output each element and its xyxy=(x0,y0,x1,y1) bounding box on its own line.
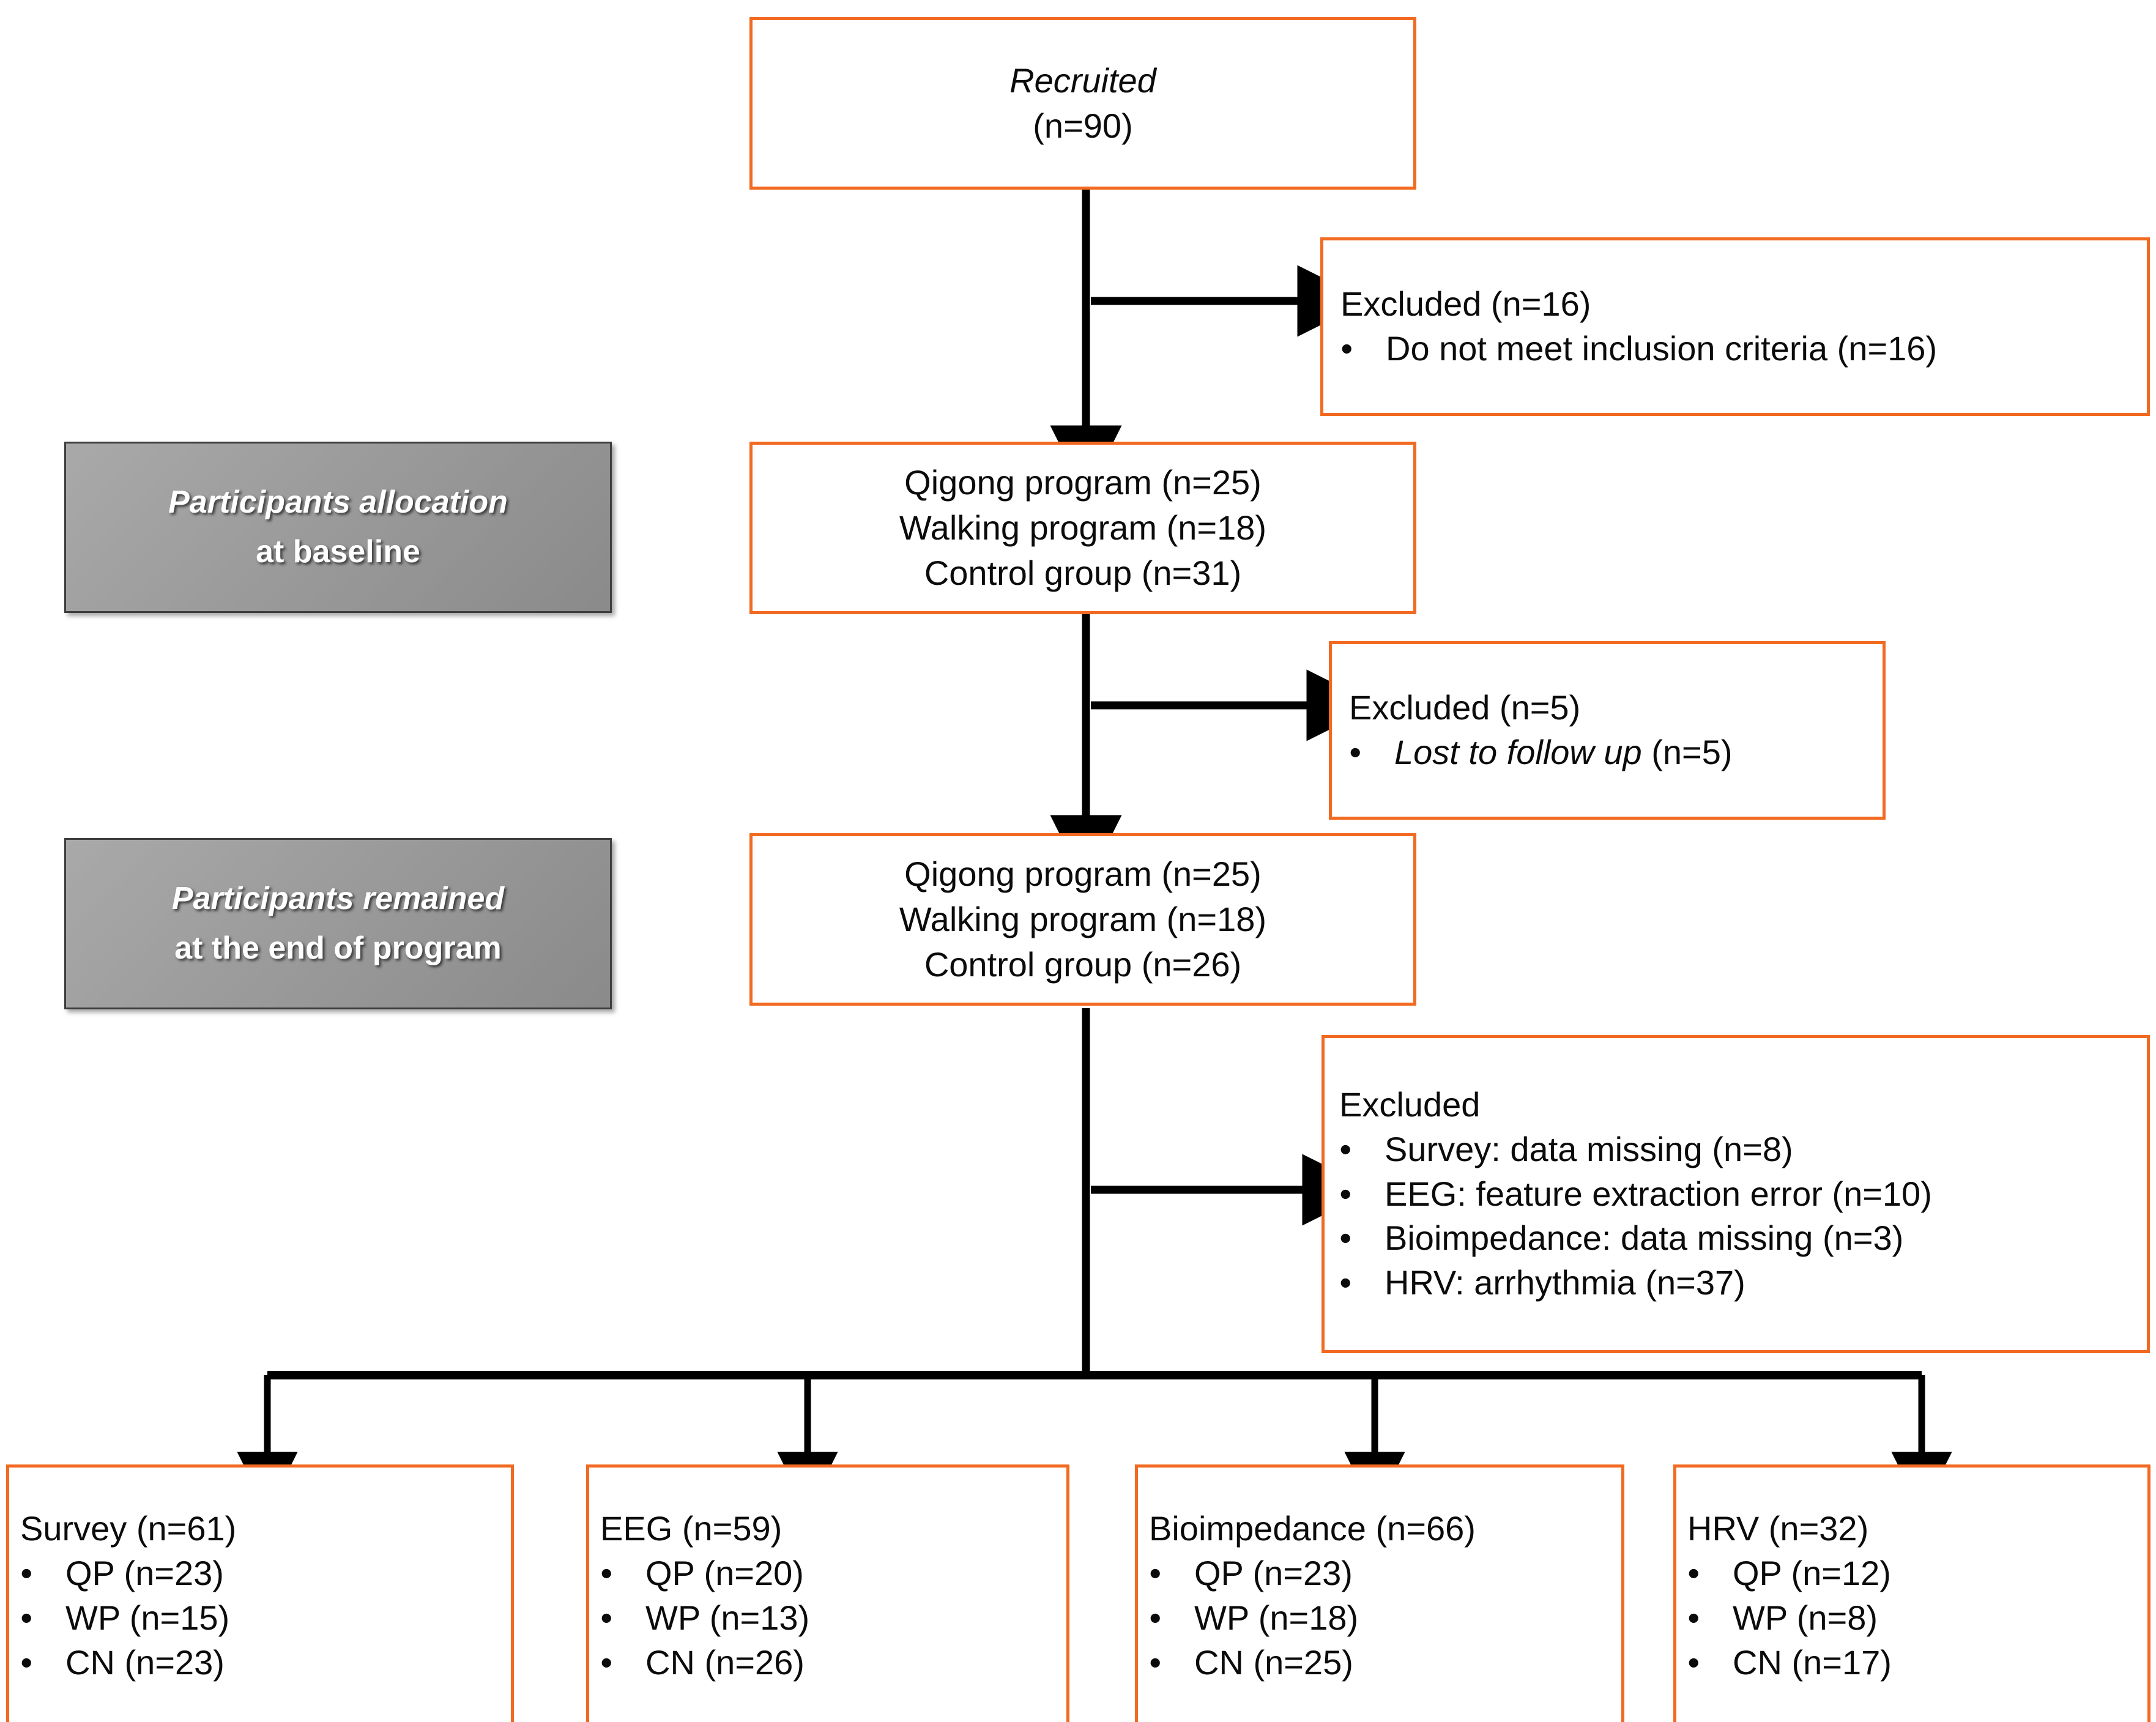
node-recruited: Recruited (n=90) xyxy=(749,17,1416,190)
outcome-bioimpedance-item-2: CN (n=25) xyxy=(1149,1641,1610,1685)
outcome-survey-item-0: QP (n=23) xyxy=(20,1551,500,1596)
excluded-3-item-2: Bioimpedance: data missing (n=3) xyxy=(1339,1216,2132,1261)
excluded-3-item-1: EEG: feature extraction error (n=10) xyxy=(1339,1172,2132,1217)
stage-label-1-line1: Participants allocation xyxy=(168,484,508,521)
recruited-title: Recruited xyxy=(1009,61,1156,100)
allocation-end-line-1: Walking program (n=18) xyxy=(899,900,1267,939)
stage-label-allocation-baseline: Participants allocation at baseline xyxy=(64,442,612,613)
node-allocation-end: Qigong program (n=25) Walking program (n… xyxy=(749,833,1416,1006)
excluded-2-header: Excluded (n=5) xyxy=(1349,688,1581,727)
outcome-bioimpedance-item-0: QP (n=23) xyxy=(1149,1551,1610,1596)
outcome-hrv-header: HRV (n=32) xyxy=(1687,1509,1869,1548)
excluded-3-item-0: Survey: data missing (n=8) xyxy=(1339,1127,2132,1172)
excluded-3-header: Excluded xyxy=(1339,1085,1481,1124)
node-excluded-1: Excluded (n=16) Do not meet inclusion cr… xyxy=(1320,237,2150,416)
outcome-hrv-item-2: CN (n=17) xyxy=(1687,1641,2136,1685)
outcome-eeg-item-0: QP (n=20) xyxy=(600,1551,1055,1596)
excluded-3-item-3: HRV: arrhythmia (n=37) xyxy=(1339,1261,2132,1305)
node-allocation-baseline: Qigong program (n=25) Walking program (n… xyxy=(749,442,1416,614)
excluded-1-header: Excluded (n=16) xyxy=(1340,284,1591,324)
allocation-end-line-0: Qigong program (n=25) xyxy=(904,855,1262,894)
outcome-survey-header: Survey (n=61) xyxy=(20,1509,237,1548)
stage-label-2-line2: at the end of program xyxy=(174,930,502,966)
node-outcome-survey: Survey (n=61) QP (n=23) WP (n=15) CN (n=… xyxy=(6,1464,514,1722)
stage-label-2-line1: Participants remained xyxy=(171,881,505,917)
node-outcome-eeg: EEG (n=59) QP (n=20) WP (n=13) CN (n=26) xyxy=(586,1464,1069,1722)
outcome-eeg-item-2: CN (n=26) xyxy=(600,1641,1055,1685)
excluded-2-item-0: Lost to follow up (n=5) xyxy=(1349,730,1865,775)
stage-label-1-line2: at baseline xyxy=(256,534,420,570)
allocation-baseline-line-1: Walking program (n=18) xyxy=(899,508,1267,547)
allocation-baseline-line-0: Qigong program (n=25) xyxy=(904,463,1262,502)
node-excluded-2: Excluded (n=5) Lost to follow up (n=5) xyxy=(1329,641,1886,820)
outcome-bioimpedance-item-1: WP (n=18) xyxy=(1149,1596,1610,1641)
outcome-survey-item-1: WP (n=15) xyxy=(20,1596,500,1641)
outcome-eeg-header: EEG (n=59) xyxy=(600,1509,782,1548)
node-excluded-3: Excluded Survey: data missing (n=8) EEG:… xyxy=(1321,1035,2150,1353)
outcome-survey-item-2: CN (n=23) xyxy=(20,1641,500,1685)
outcome-eeg-item-1: WP (n=13) xyxy=(600,1596,1055,1641)
outcome-hrv-item-1: WP (n=8) xyxy=(1687,1596,2136,1641)
outcome-bioimpedance-header: Bioimpedance (n=66) xyxy=(1149,1509,1476,1548)
allocation-end-line-2: Control group (n=26) xyxy=(924,945,1242,984)
stage-label-remained-end: Participants remained at the end of prog… xyxy=(64,838,612,1009)
excluded-1-item-0: Do not meet inclusion criteria (n=16) xyxy=(1340,327,2130,371)
node-outcome-bioimpedance: Bioimpedance (n=66) QP (n=23) WP (n=18) … xyxy=(1135,1464,1624,1722)
recruited-count: (n=90) xyxy=(1033,106,1133,145)
node-outcome-hrv: HRV (n=32) QP (n=12) WP (n=8) CN (n=17) xyxy=(1673,1464,2150,1722)
outcome-hrv-item-0: QP (n=12) xyxy=(1687,1551,2136,1596)
allocation-baseline-line-2: Control group (n=31) xyxy=(924,553,1242,592)
